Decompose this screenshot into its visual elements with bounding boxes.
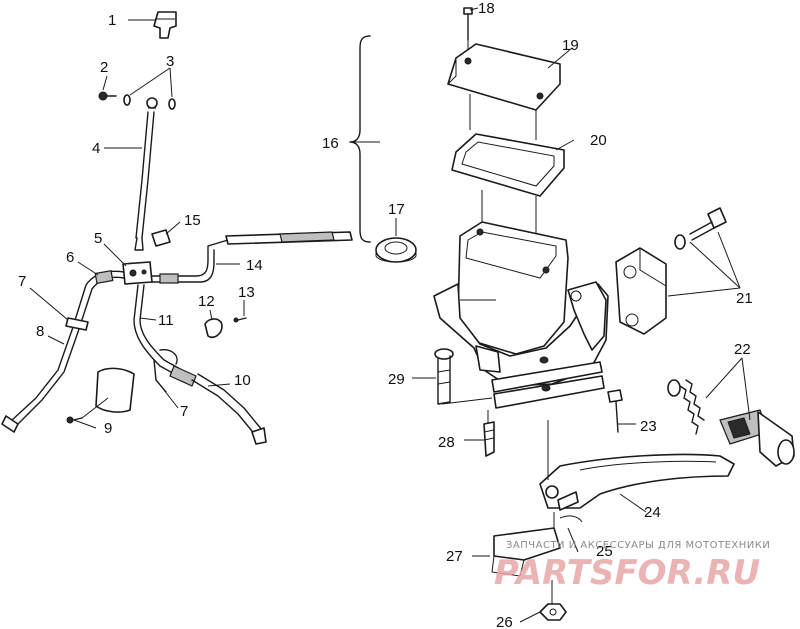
callout-22: 22 (734, 341, 751, 358)
tee-fitting (153, 11, 177, 39)
callout-25: 25 (596, 543, 613, 560)
hose-clamp-left (65, 317, 89, 331)
pivot-bolt (607, 389, 623, 433)
reservoir-cover (447, 43, 561, 111)
watermark-subtitle: ЗАПЧАСТИ И АКСЕССУАРЫ ДЛЯ МОТОТЕХНИКИ (506, 540, 770, 551)
callout-15: 15 (184, 212, 201, 229)
callout-24: 24 (644, 504, 661, 521)
callout-26: 26 (496, 614, 513, 629)
callout-9: 9 (104, 420, 112, 437)
distribution-block (122, 261, 153, 285)
callout-12: 12 (198, 293, 215, 310)
callout-3: 3 (166, 53, 174, 70)
callout-23: 23 (640, 418, 657, 435)
callout-1: 1 (108, 12, 116, 29)
callout-28: 28 (438, 434, 455, 451)
callout-7: 7 (18, 273, 26, 290)
watermark-brand: PARTSFOR.RU (494, 553, 760, 593)
hose-clamp-right (153, 349, 178, 393)
banjo-bolt (98, 91, 117, 101)
callout-29: 29 (388, 371, 405, 388)
handlebar-clamp (615, 207, 727, 335)
brake-hose-left (71, 269, 125, 333)
lever-nut (539, 603, 567, 621)
diaphragm-ring (375, 237, 417, 263)
lever-pin (557, 491, 583, 523)
callout-18: 18 (478, 0, 495, 17)
piston-assembly (667, 379, 795, 467)
brake-lever (539, 453, 735, 509)
small-clip (204, 309, 223, 339)
callout-17: 17 (388, 201, 405, 218)
mounting-bolt (434, 348, 454, 405)
small-screw (233, 300, 247, 323)
callout-11: 11 (158, 312, 174, 329)
callout-16: 16 (322, 135, 339, 152)
hose-bracket (66, 367, 135, 424)
switch-bracket (491, 527, 561, 577)
brake-hose-upper (134, 107, 156, 251)
callout-6: 6 (66, 249, 74, 266)
callout-8: 8 (36, 323, 44, 340)
brake-hose-lower-left (1, 329, 79, 433)
brake-hose-right (133, 284, 183, 377)
callout-10: 10 (234, 372, 251, 389)
callout-14: 14 (246, 257, 263, 274)
callout-27: 27 (446, 548, 463, 565)
retaining-screw (483, 421, 495, 457)
brake-hose-lower-right (169, 365, 267, 445)
callout-4: 4 (92, 140, 100, 157)
callout-7-second: 7 (180, 403, 188, 420)
callout-2: 2 (100, 59, 108, 76)
callout-19: 19 (562, 37, 579, 54)
group-bracket (349, 35, 371, 243)
reservoir-gasket (451, 133, 565, 197)
fitting-nut (151, 221, 181, 247)
washers (123, 94, 176, 110)
master-cylinder-body (433, 221, 609, 409)
callout-21: 21 (736, 290, 753, 307)
callout-13: 13 (238, 284, 255, 301)
callout-20: 20 (590, 132, 607, 149)
brake-switch-line (151, 231, 353, 284)
callout-5: 5 (94, 230, 102, 247)
